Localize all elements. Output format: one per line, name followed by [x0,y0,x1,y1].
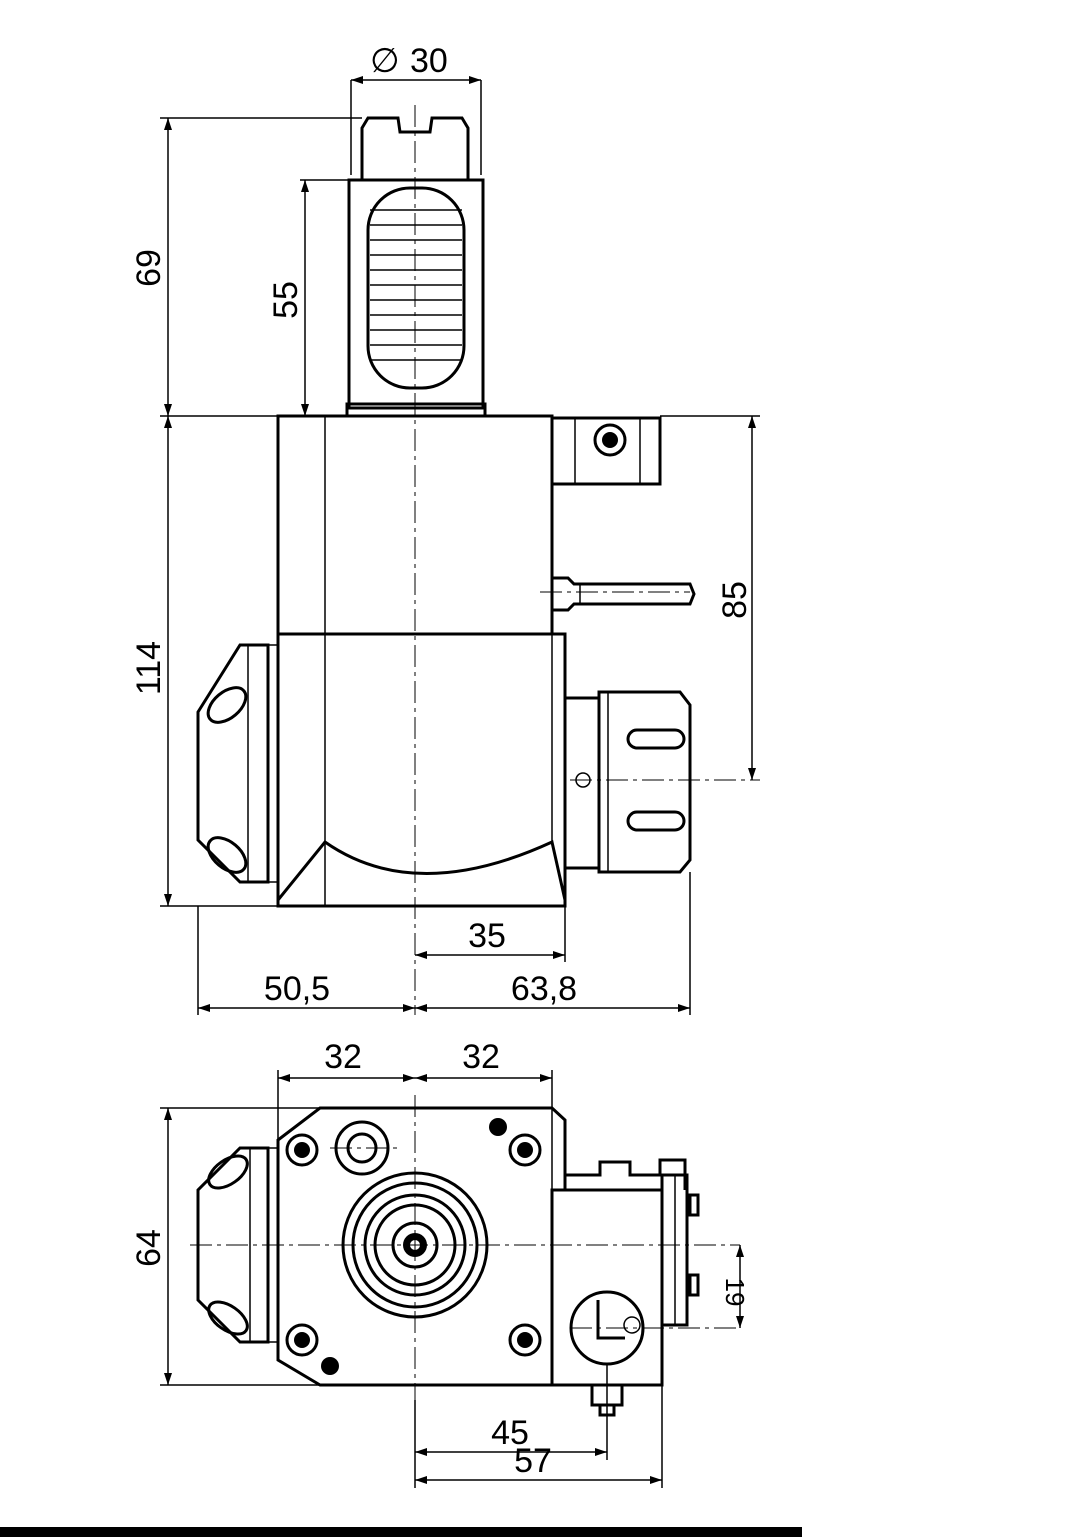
bottom-bar [0,1527,802,1537]
coolant-block [552,416,662,486]
side-dimensions: ∅ 30 69 55 114 85 35 50,5 63,8 [130,42,760,1015]
dim-45: 45 [491,1414,529,1452]
dim-35: 35 [468,917,506,955]
top-view [190,1095,740,1417]
shank-flange [345,402,487,418]
dim-32-left: 32 [324,1038,362,1076]
dim-85: 85 [716,581,754,619]
spring-ribs [370,209,462,361]
top-screws [285,1118,542,1375]
side-pin [552,576,696,612]
dim-114: 114 [130,641,168,695]
collet-nut-ring [563,696,601,870]
dim-57: 57 [514,1442,552,1480]
dim-69: 69 [130,249,168,287]
housing-curve [276,839,567,901]
collet-nut [597,690,692,874]
dim-dia-30: 30 [410,42,448,80]
side-view [196,105,760,1015]
dim-64: 64 [130,1229,168,1267]
side-block [550,1188,664,1387]
dim-55: 55 [267,281,305,319]
dim-19: 19 [720,1278,750,1307]
spring-coil [366,186,466,390]
dim-50-5: 50,5 [264,970,330,1008]
dim-32-right: 32 [462,1038,500,1076]
shank-body [347,178,485,410]
coolant-screw [593,423,627,457]
dim-63-8: 63,8 [511,970,577,1008]
top-dimensions: 32 32 64 19 45 57 [130,1038,750,1488]
housing-lower [276,632,567,908]
dim-dia-symbol: ∅ [370,42,400,80]
